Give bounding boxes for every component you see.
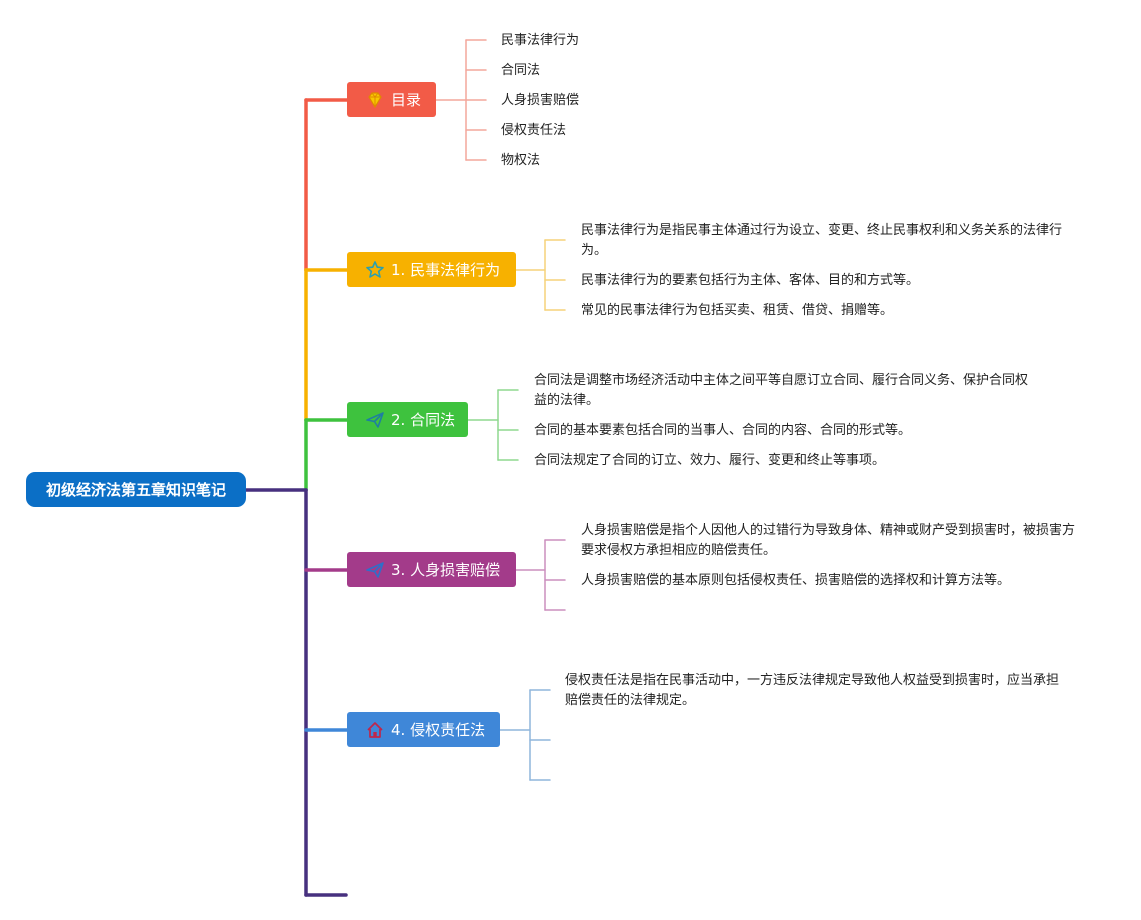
paper-plane-icon xyxy=(365,410,385,430)
branch-tort-law-label: 4. 侵权责任法 xyxy=(391,721,486,739)
house-icon xyxy=(365,720,385,740)
root-topic[interactable]: 初级经济法第五章知识笔记 xyxy=(26,472,246,507)
branch-civil-juristic-acts-label: 1. 民事法律行为 xyxy=(391,261,501,279)
toc-item[interactable]: 民事法律行为 xyxy=(501,33,580,48)
gem-icon xyxy=(365,90,385,110)
toc-item[interactable]: 人身损害赔偿 xyxy=(501,93,580,108)
toc-item[interactable]: 侵权责任法 xyxy=(501,123,567,138)
toc-item[interactable]: 物权法 xyxy=(501,153,541,168)
branch-personal-injury-label: 3. 人身损害赔偿 xyxy=(391,561,501,579)
branch-tort-law[interactable]: 4. 侵权责任法 xyxy=(347,712,500,747)
toc-item[interactable]: 合同法 xyxy=(501,63,541,78)
note-item[interactable]: 人身损害赔偿的基本原则包括侵权责任、损害赔偿的选择权和计算方法等。 xyxy=(581,573,1011,588)
note-item[interactable]: 人身损害赔偿是指个人因他人的过错行为导致身体、精神或财产受到损害时，被损害方要求… xyxy=(581,523,1076,558)
note-item[interactable]: 合同法是调整市场经济活动中主体之间平等自愿订立合同、履行合同义务、保护合同权益的… xyxy=(534,373,1029,408)
branch-personal-injury[interactable]: 3. 人身损害赔偿 xyxy=(347,552,516,587)
branch-contract-law-label: 2. 合同法 xyxy=(391,411,456,429)
note-item[interactable]: 民事法律行为的要素包括行为主体、客体、目的和方式等。 xyxy=(581,273,920,288)
note-item[interactable]: 合同法规定了合同的订立、效力、履行、变更和终止等事项。 xyxy=(534,453,886,468)
branch-civil-juristic-acts[interactable]: 1. 民事法律行为 xyxy=(347,252,516,287)
branch-contract-law[interactable]: 2. 合同法 xyxy=(347,402,468,437)
branch-toc[interactable]: 目录 xyxy=(347,82,436,117)
note-item[interactable]: 民事法律行为是指民事主体通过行为设立、变更、终止民事权利和义务关系的法律行为。 xyxy=(581,223,1063,258)
branch-toc-label: 目录 xyxy=(391,91,422,109)
paper-plane-icon xyxy=(365,560,385,580)
note-item[interactable]: 合同的基本要素包括合同的当事人、合同的内容、合同的形式等。 xyxy=(534,423,912,438)
root-topic-label: 初级经济法第五章知识笔记 xyxy=(45,481,226,499)
note-item[interactable]: 侵权责任法是指在民事活动中，一方违反法律规定导致他人权益受到损害时，应当承担赔偿… xyxy=(565,673,1060,708)
star-icon xyxy=(365,260,385,280)
note-item[interactable]: 常见的民事法律行为包括买卖、租赁、借贷、捐赠等。 xyxy=(581,303,894,318)
